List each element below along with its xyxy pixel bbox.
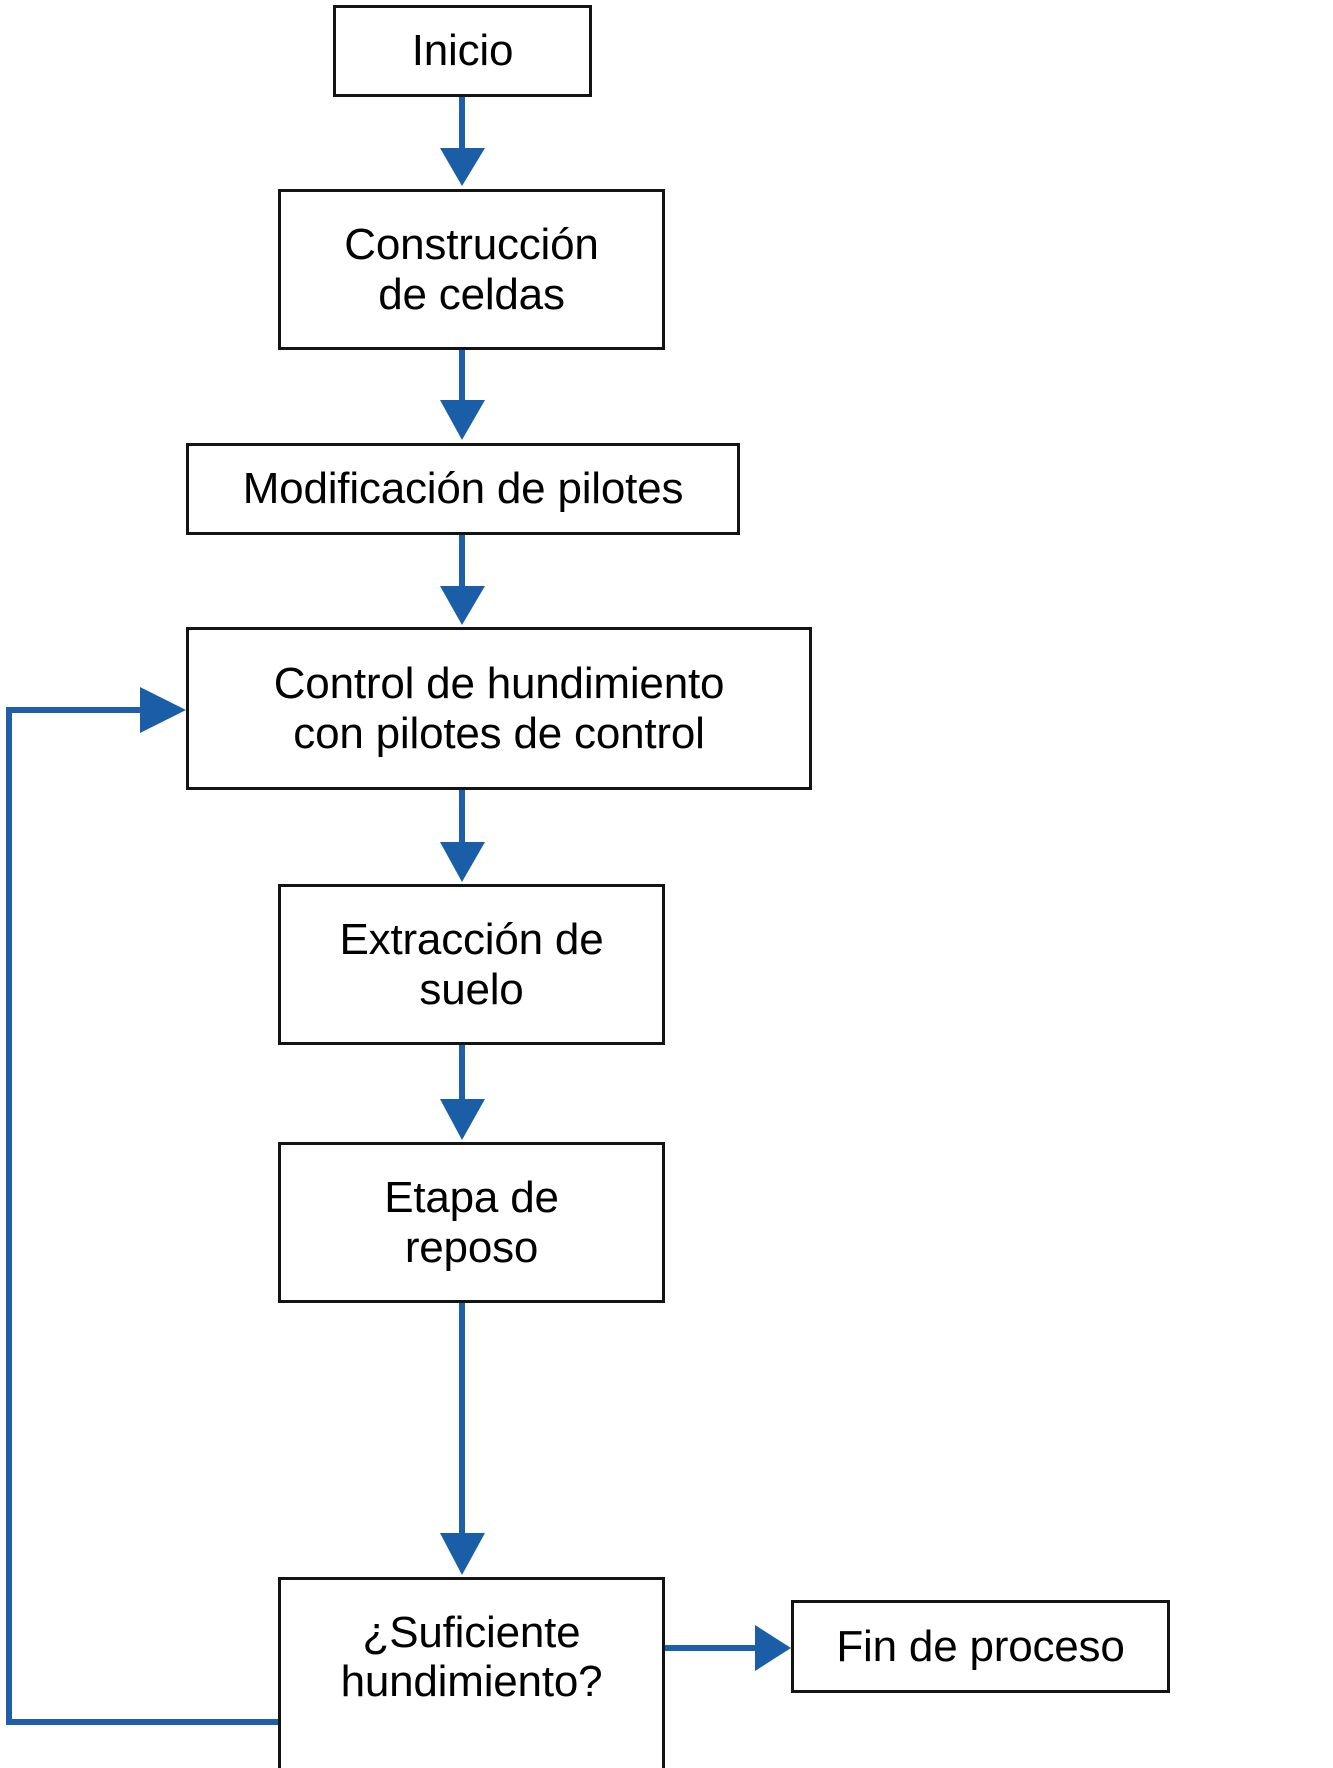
node-suficiente-hundimiento[interactable]: ¿Suficiente hundimiento? bbox=[278, 1577, 665, 1768]
connector-modificacion-to-control bbox=[440, 535, 485, 625]
node-extraccion-de-suelo-label: Extracción de suelo bbox=[339, 915, 604, 1014]
node-modificacion-de-pilotes[interactable]: Modificación de pilotes bbox=[186, 443, 740, 535]
node-construccion-de-celdas[interactable]: Construcción de celdas bbox=[278, 189, 665, 350]
node-control-de-hundimiento-label: Control de hundimiento con pilotes de co… bbox=[273, 659, 725, 758]
node-inicio-label: Inicio bbox=[411, 26, 514, 76]
connector-inicio-to-construccion bbox=[440, 97, 485, 186]
node-modificacion-de-pilotes-label: Modificación de pilotes bbox=[242, 464, 684, 514]
node-suficiente-hundimiento-label: ¿Suficiente hundimiento? bbox=[340, 1608, 603, 1707]
node-extraccion-de-suelo[interactable]: Extracción de suelo bbox=[278, 884, 665, 1045]
connector-extraccion-to-reposo bbox=[440, 1045, 485, 1140]
node-control-de-hundimiento[interactable]: Control de hundimiento con pilotes de co… bbox=[186, 627, 812, 790]
node-fin-de-proceso[interactable]: Fin de proceso bbox=[791, 1600, 1170, 1693]
node-etapa-de-reposo[interactable]: Etapa de reposo bbox=[278, 1142, 665, 1303]
node-inicio[interactable]: Inicio bbox=[333, 5, 592, 97]
connector-decision-feedback-to-control bbox=[6, 687, 278, 1725]
connector-decision-to-fin bbox=[665, 1625, 791, 1671]
node-fin-de-proceso-label: Fin de proceso bbox=[836, 1621, 1125, 1671]
connector-construccion-to-modificacion bbox=[440, 350, 485, 440]
connector-control-to-extraccion bbox=[440, 790, 485, 882]
node-construccion-de-celdas-label: Construcción de celdas bbox=[344, 220, 599, 319]
connector-reposo-to-decision bbox=[440, 1303, 485, 1575]
node-etapa-de-reposo-label: Etapa de reposo bbox=[384, 1173, 559, 1272]
